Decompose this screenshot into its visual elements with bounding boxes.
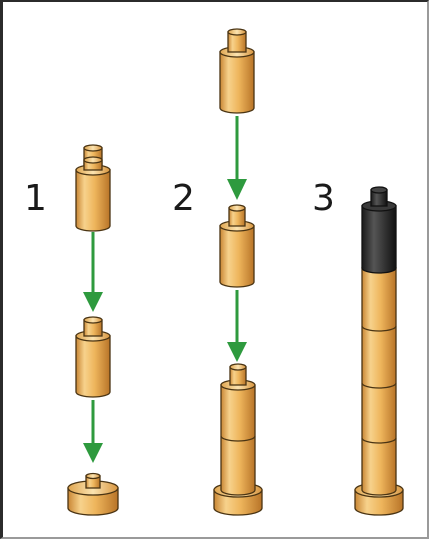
- step-1-number: 1: [24, 178, 47, 219]
- step1-arrow-1: [83, 232, 103, 312]
- step2-arrow-2: [227, 290, 247, 362]
- step3-assembled-stack: [354, 186, 404, 516]
- step-2-number: 2: [172, 178, 195, 219]
- step1-base: [67, 472, 119, 516]
- step1-upper-piece: [75, 144, 111, 232]
- step1-arrow-2: [83, 400, 103, 463]
- step2-arrow-1: [227, 116, 247, 200]
- step2-stack: [213, 363, 263, 516]
- step2-upper-piece: [219, 28, 255, 114]
- step2-middle-piece: [219, 204, 255, 288]
- step1-middle-piece: [75, 316, 111, 398]
- step-3-number: 3: [312, 178, 335, 219]
